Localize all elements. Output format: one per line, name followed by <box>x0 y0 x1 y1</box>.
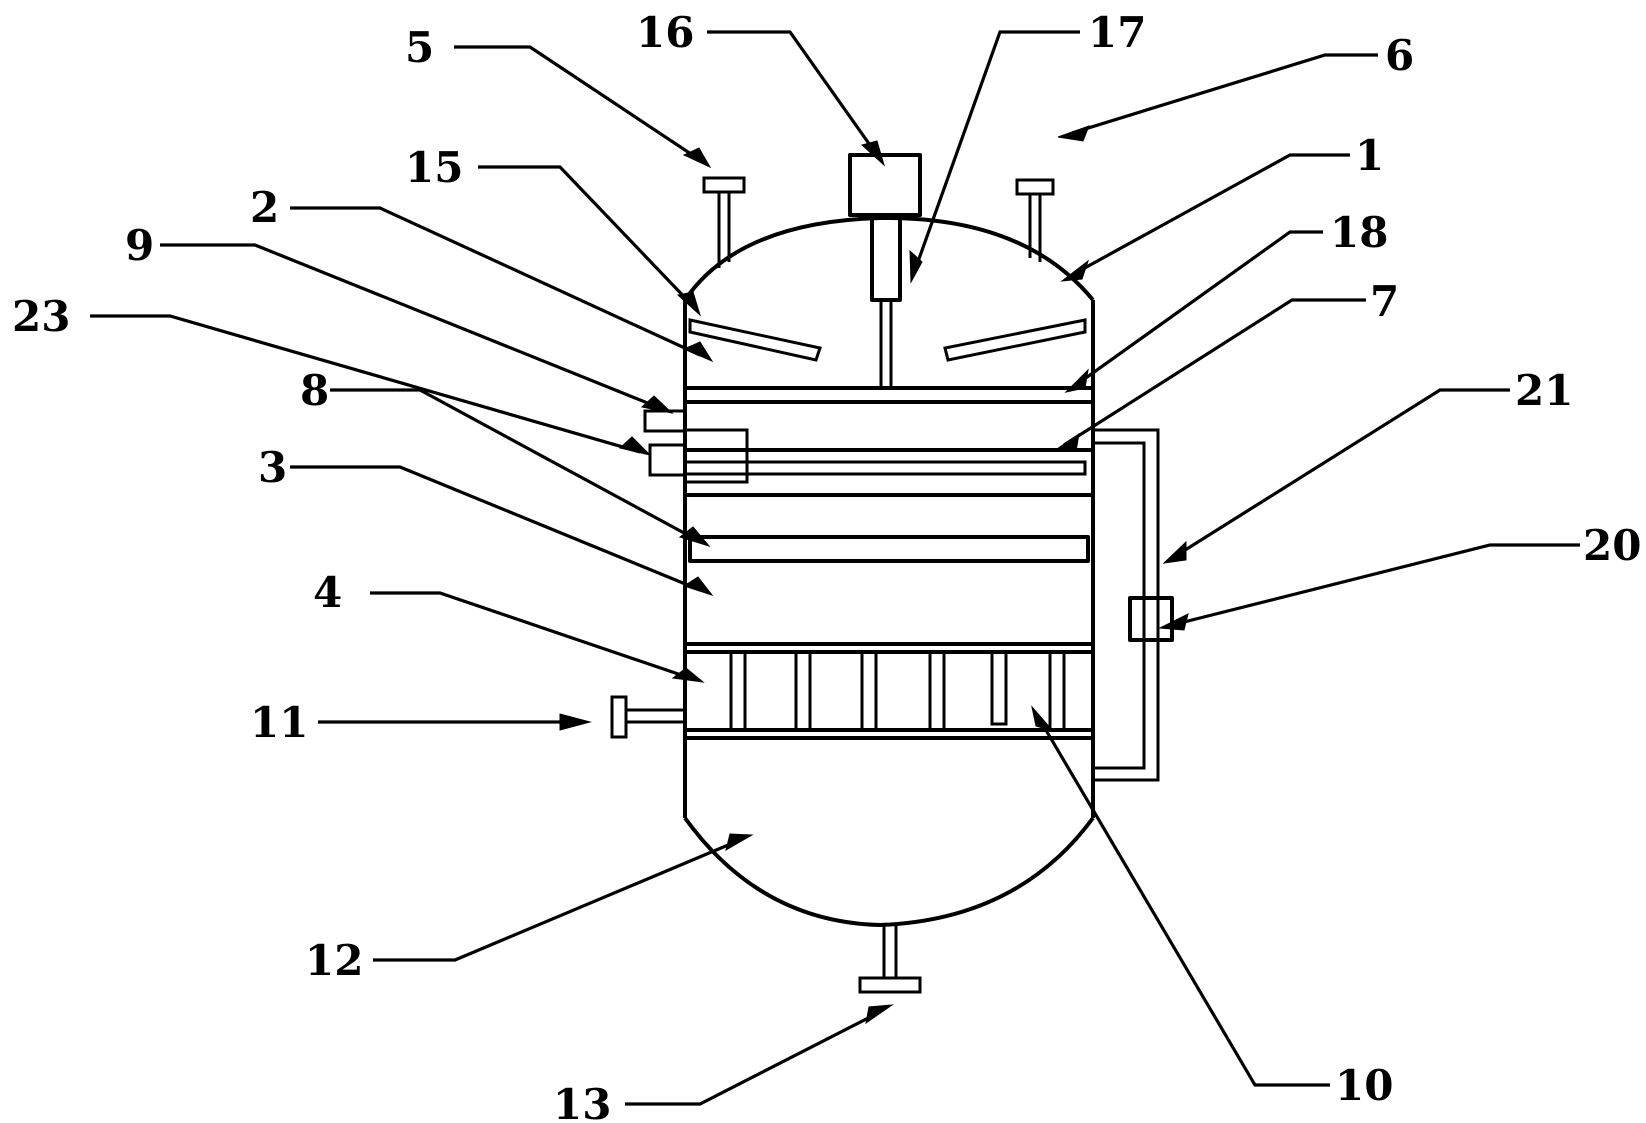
callout-4: 4 <box>313 568 342 617</box>
circulation-loop <box>1093 428 1174 782</box>
leader-12 <box>373 838 741 962</box>
leader-17 <box>913 30 1080 271</box>
vessel <box>683 215 1095 927</box>
tube <box>860 650 878 732</box>
callout-13: 13 <box>553 1080 611 1123</box>
arrowhead-6 <box>1057 125 1090 142</box>
leader-1 <box>1071 153 1350 277</box>
scraper-rod <box>683 460 1087 476</box>
side-outlet-11-flange <box>610 695 628 739</box>
circulation-pipe-outer <box>1093 428 1160 782</box>
fitting-7-box <box>683 448 749 484</box>
fitting-7-bracket <box>683 428 749 452</box>
fitting-23 <box>648 443 687 477</box>
callout-12: 12 <box>305 936 363 985</box>
leader-10 <box>1038 719 1330 1087</box>
leader-18 <box>1075 230 1323 387</box>
leader-20 <box>1171 543 1580 627</box>
callout-23: 23 <box>12 292 70 341</box>
arrowhead-9 <box>640 395 674 414</box>
arrowhead-10 <box>1031 705 1055 732</box>
leader-4 <box>370 591 691 680</box>
arrowhead-4 <box>671 667 705 683</box>
arrowhead-3 <box>682 576 714 596</box>
callout-16: 16 <box>636 8 694 57</box>
bottom-dome <box>683 816 1095 927</box>
bottom-outlet-13-flange <box>858 976 922 994</box>
arrowhead-7 <box>1052 432 1080 452</box>
leader-13 <box>625 1010 881 1106</box>
arrowhead-13 <box>865 1004 894 1025</box>
tube <box>794 650 812 732</box>
arrowhead-15 <box>676 291 702 317</box>
leader-5 <box>454 45 701 162</box>
arrowhead-12 <box>725 833 754 852</box>
leader-23 <box>90 314 641 454</box>
arrowhead-23 <box>618 436 652 456</box>
callout-18: 18 <box>1330 208 1388 257</box>
tube <box>1048 650 1066 732</box>
arrowhead-17 <box>909 249 923 284</box>
leader-lines <box>90 30 1580 1106</box>
leader-2 <box>290 206 701 357</box>
arrowhead-18 <box>1064 368 1089 393</box>
tube-10 <box>990 650 1008 726</box>
top-dome <box>683 215 1095 302</box>
pump-20 <box>1128 596 1174 642</box>
spray-pipe-left <box>688 318 822 362</box>
arrowheads <box>559 125 1189 1025</box>
arrowhead-20 <box>1158 613 1189 631</box>
leader-21 <box>1173 388 1510 559</box>
arrowhead-2 <box>682 341 714 363</box>
motor-16 <box>848 153 922 217</box>
callout-2: 2 <box>250 183 279 232</box>
leader-9 <box>160 243 661 410</box>
arrowhead-5 <box>682 147 712 169</box>
callout-20: 20 <box>1583 521 1641 570</box>
callout-6: 6 <box>1385 31 1414 80</box>
callout-5: 5 <box>405 23 434 72</box>
arrowhead-11 <box>559 713 592 731</box>
callout-15: 15 <box>405 143 463 192</box>
top-fittings <box>702 153 1055 388</box>
callout-labels: 1 2 3 4 5 6 7 8 9 10 11 12 13 15 16 17 1… <box>12 8 1641 1123</box>
callout-3: 3 <box>258 443 287 492</box>
arrowhead-21 <box>1162 540 1187 564</box>
spray-pipe-right <box>943 318 1087 362</box>
arrowhead-8 <box>678 526 711 547</box>
leader-16 <box>707 30 879 156</box>
bottom-fittings <box>858 925 922 994</box>
tube <box>928 650 946 732</box>
callout-9: 9 <box>125 221 154 270</box>
left-fittings <box>610 409 1087 739</box>
callout-11: 11 <box>250 698 308 747</box>
leader-7 <box>1063 298 1366 447</box>
leader-15 <box>478 165 694 307</box>
inlet-nozzle-5-flange <box>702 176 746 194</box>
leader-6 <box>1071 53 1378 135</box>
leader-8 <box>330 388 698 542</box>
callout-8: 8 <box>300 366 329 415</box>
outlet-nozzle-6-flange <box>1015 178 1055 196</box>
callout-10: 10 <box>1335 1061 1393 1110</box>
callout-1: 1 <box>1355 131 1384 180</box>
tube <box>729 650 747 732</box>
callout-7: 7 <box>1370 277 1399 326</box>
leader-3 <box>290 465 701 592</box>
callout-17: 17 <box>1088 8 1146 57</box>
arrowhead-1 <box>1060 259 1089 282</box>
shaft-housing-17 <box>870 213 902 302</box>
fitting-9 <box>643 409 687 433</box>
circulation-pipe-inner <box>1093 441 1146 770</box>
callout-21: 21 <box>1515 366 1573 415</box>
arrowhead-16 <box>860 140 885 167</box>
filter-layer-8 <box>688 535 1090 563</box>
